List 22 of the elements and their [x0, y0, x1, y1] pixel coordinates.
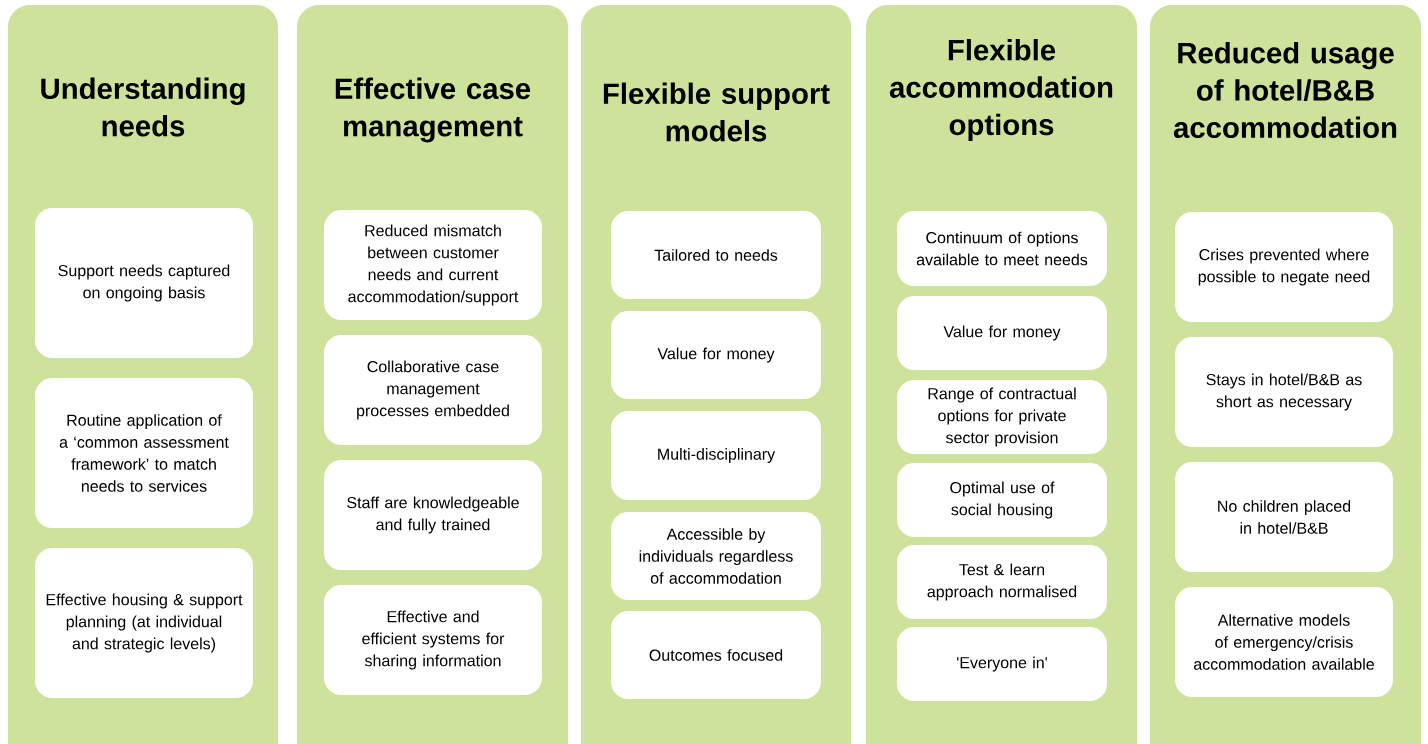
- text-box: Range of contractual options for private sector provision: [897, 380, 1107, 454]
- text-box: Test & learn approach normalised: [897, 545, 1107, 619]
- text-box: Accessible by individuals regardless of accommodation: [611, 512, 821, 600]
- text-box: Crises prevented where possible to negate need: [1175, 212, 1393, 322]
- text-box: Outcomes focused: [611, 611, 821, 699]
- text-box: Collaborative case management processes embedded: [324, 335, 542, 445]
- text-box: Reduced mismatch between customer needs and current accommodation/support: [324, 210, 542, 320]
- text-box: Effective housing & support planning (at individual and strategic levels): [35, 548, 253, 698]
- text-box: Value for money: [611, 311, 821, 399]
- text-box: Staff are knowledgeable and fully trained: [324, 460, 542, 570]
- text-box: No children placed in hotel/B&B: [1175, 462, 1393, 572]
- text-box: Alternative models of emergency/crisis accommodation available: [1175, 587, 1393, 697]
- text-box: Effective and efficient systems for sharing information: [324, 585, 542, 695]
- text-box: Optimal use of social housing: [897, 463, 1107, 537]
- text-box: Multi-disciplinary: [611, 410, 821, 501]
- text-box: Support needs captured on ongoing basis: [35, 208, 253, 358]
- text-box: Value for money: [897, 296, 1107, 370]
- text-box: 'Everyone in': [897, 627, 1107, 701]
- text-box: Routine application of a ‘common assessment framework’ to match needs to services: [35, 378, 253, 528]
- text-box: Stays in hotel/B&B as short as necessary: [1175, 337, 1393, 447]
- text-box: Tailored to needs: [611, 211, 821, 299]
- text-box: Continuum of options available to meet needs: [897, 211, 1107, 286]
